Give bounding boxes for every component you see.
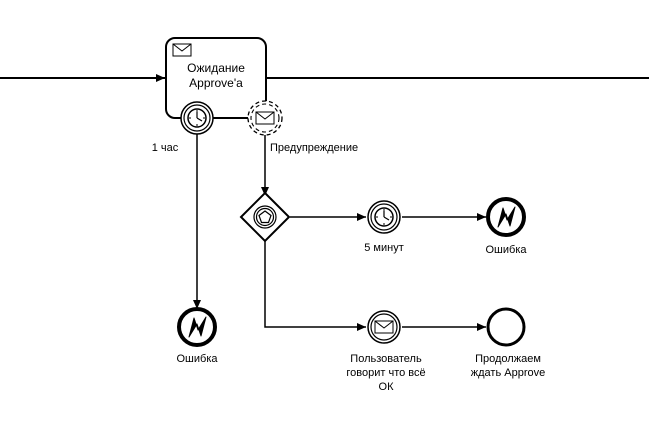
end-event[interactable] (486, 307, 526, 347)
message-event-label-line2: говорит что всё (346, 367, 425, 379)
end-event-label-line1: Продолжаем (475, 353, 541, 365)
boundary-message-label: Предупреждение (270, 142, 358, 154)
message-event-label-line1: Пользователь (350, 353, 422, 365)
intermediate-message-event[interactable] (367, 310, 401, 344)
error-end-label-timeout: Ошибка (177, 353, 219, 365)
error-end-event-timeout[interactable] (177, 307, 217, 347)
gateway-to-message-flow[interactable] (264, 240, 366, 331)
task-label-line1: Ожидание (187, 61, 245, 75)
envelope-icon (255, 111, 275, 125)
receive-task[interactable]: Ожидание Approve'а (165, 37, 267, 119)
boundary-message-event[interactable] (247, 100, 283, 136)
boundary-timer-label: 1 час (152, 142, 179, 154)
clock-icon (187, 108, 207, 128)
error-end-event-top[interactable] (486, 197, 526, 237)
error-lightning-icon (188, 316, 207, 338)
intermediate-timer-label: 5 минут (364, 242, 404, 254)
clock-icon (374, 207, 394, 227)
end-event-label-line2: ждать Approve (471, 367, 545, 379)
event-based-gateway[interactable] (239, 191, 291, 243)
intermediate-timer-event[interactable] (367, 200, 401, 234)
envelope-icon (374, 320, 394, 334)
boundary-timer-event[interactable] (180, 101, 214, 135)
envelope-icon (172, 43, 192, 57)
error-lightning-icon (497, 206, 516, 228)
error-end-label-top: Ошибка (486, 244, 528, 256)
message-event-label-line3: ОК (379, 381, 395, 393)
task-label-line2: Approve'а (189, 76, 243, 90)
pentagon-icon (258, 210, 272, 224)
